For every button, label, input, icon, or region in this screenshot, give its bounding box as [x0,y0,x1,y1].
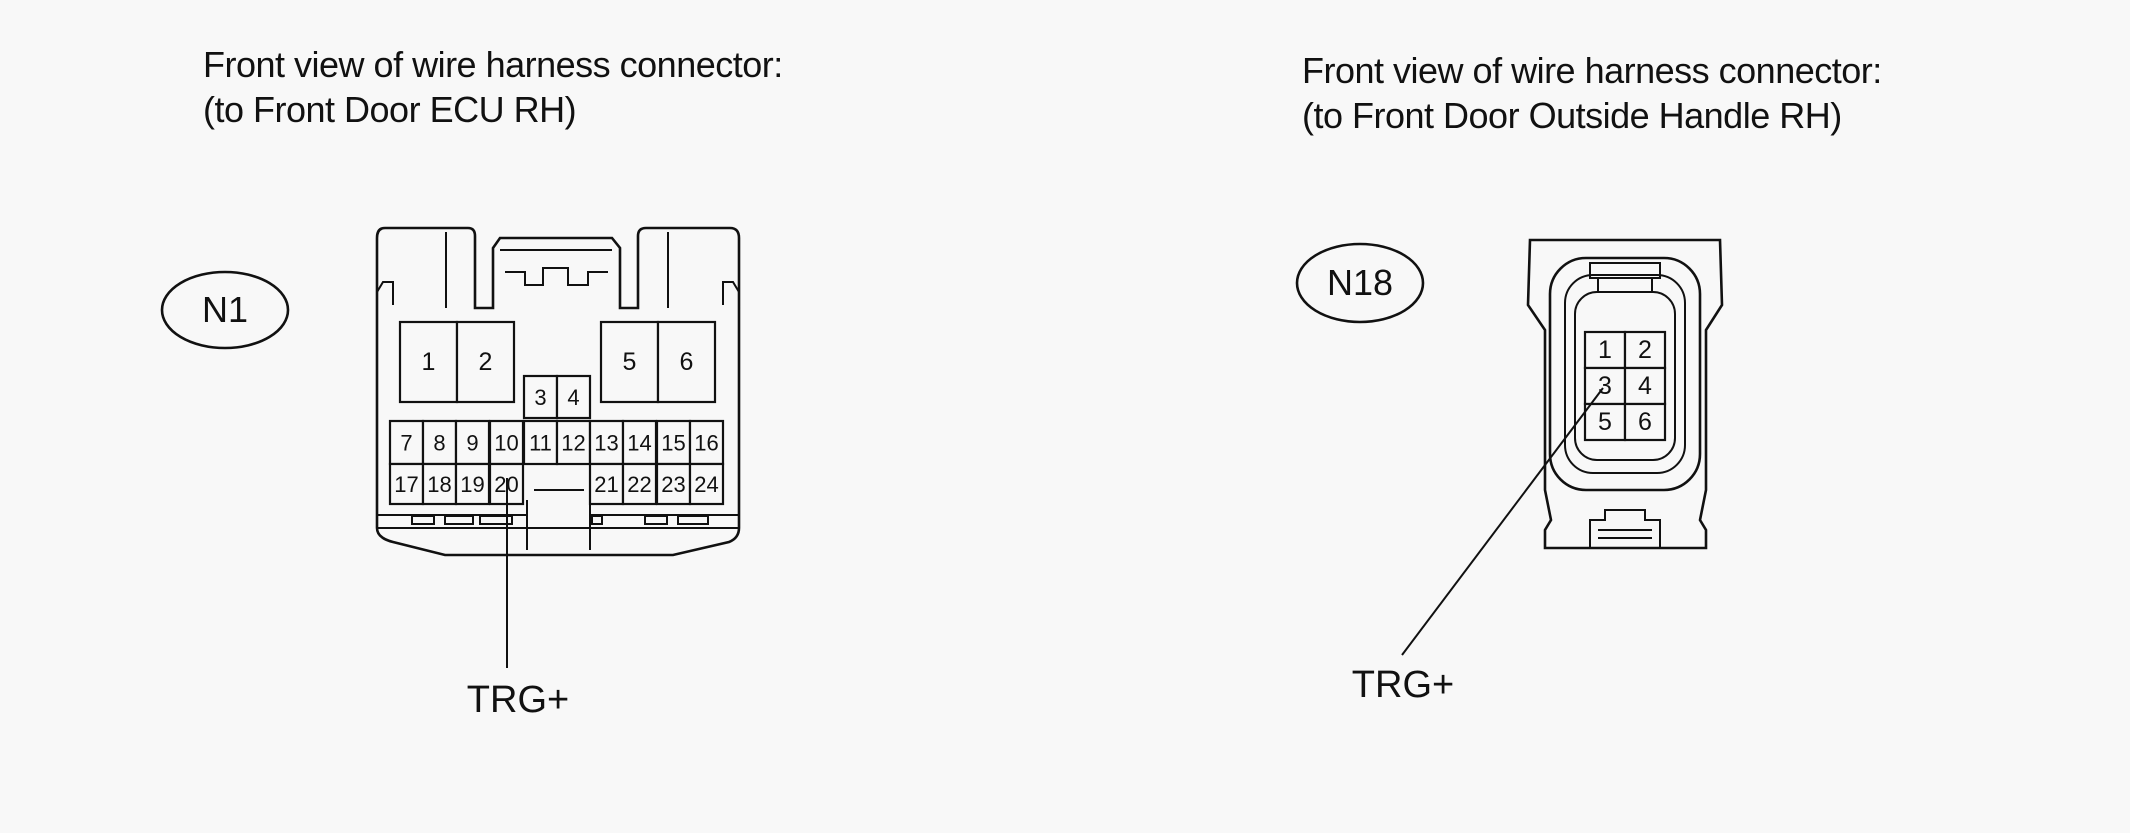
pin-cavity [656,320,717,404]
pin-number: 6 [1638,408,1652,436]
pin-number: 1 [1598,336,1612,364]
connector-n18-id-oval [1295,242,1425,324]
connector-n18-leader-line [1401,387,1604,656]
connector-n18-cavity [1574,291,1676,461]
pin-cavity [599,320,660,404]
pin-number: 23 [661,472,685,497]
pin-number: 2 [479,348,493,376]
pin-number: 5 [623,348,637,376]
pin-cavity [688,419,725,466]
connector-n1-caption-line1: Front view of wire harness connector: [203,44,783,85]
connector-n1-side-tabs [376,281,740,305]
connector-n18-housing [1526,238,1724,550]
pin-cavity [555,374,592,420]
pin-number: 7 [400,431,412,456]
pin-cavity [454,419,491,466]
connector-n1-id-oval [160,270,290,350]
pin-cavity [522,419,559,466]
pin-number: 14 [627,431,651,456]
connector-n18-top-lock [1589,262,1661,292]
connector-n18-hood-inner [1564,274,1686,474]
connector-n18-hood [1548,256,1702,492]
pin-cavity [621,462,658,506]
pin-cavity [1623,366,1667,406]
pin-number: 13 [594,431,618,456]
connector-n1-bottom-slots [411,515,709,525]
pin-number: 4 [1638,372,1652,400]
pin-cavity [421,462,458,506]
pin-number: 3 [1598,372,1612,400]
pin-number: 18 [427,472,451,497]
pin-cavity [455,320,516,404]
pin-number: 22 [627,472,651,497]
pin-cavity [555,419,592,466]
pin-number: 19 [460,472,484,497]
pin-cavity [1623,330,1667,370]
connector-n1: Front view of wire harness connector: (t… [160,44,783,721]
pin-number: 2 [1638,336,1652,364]
connector-n18-caption-line1: Front view of wire harness connector: [1302,50,1882,91]
pin-number: 4 [567,385,579,410]
connector-n1-latch [500,249,612,286]
pin-cavity [655,462,692,506]
pin-number: 1 [422,348,436,376]
pin-cavity [388,462,425,506]
pin-number: 3 [534,385,546,410]
pin-number: 6 [680,348,694,376]
connector-n1-caption-line2: (to Front Door ECU RH) [203,89,576,130]
pin-number: 10 [494,431,518,456]
pin-cavity [488,419,525,466]
pin-cavity [688,462,725,506]
connector-n18-bottom-latch [1589,509,1661,548]
pin-number: 11 [529,431,552,456]
connector-n1-id: N1 [202,289,248,330]
pin-number: 24 [694,472,718,497]
pin-number: 21 [594,472,618,497]
pin-number: 8 [433,431,445,456]
pin-cavity [522,374,559,420]
pin-number: 12 [561,431,585,456]
connector-n18: Front view of wire harness connector: (t… [1295,50,1882,706]
connector-n1-signal-label: TRG+ [467,679,569,721]
connector-n18-caption-line2: (to Front Door Outside Handle RH) [1302,95,1842,136]
pin-cavity [398,320,459,404]
connector-n18-id: N18 [1327,262,1393,303]
connector-n1-body [375,226,741,557]
pin-number: 5 [1598,408,1612,436]
pin-number: 9 [466,431,478,456]
pin-number: 15 [661,431,685,456]
connector-n18-signal-label: TRG+ [1352,664,1454,706]
pin-cavity [1623,402,1667,442]
pin-number: 17 [394,472,418,497]
pin-number: 16 [694,431,718,456]
